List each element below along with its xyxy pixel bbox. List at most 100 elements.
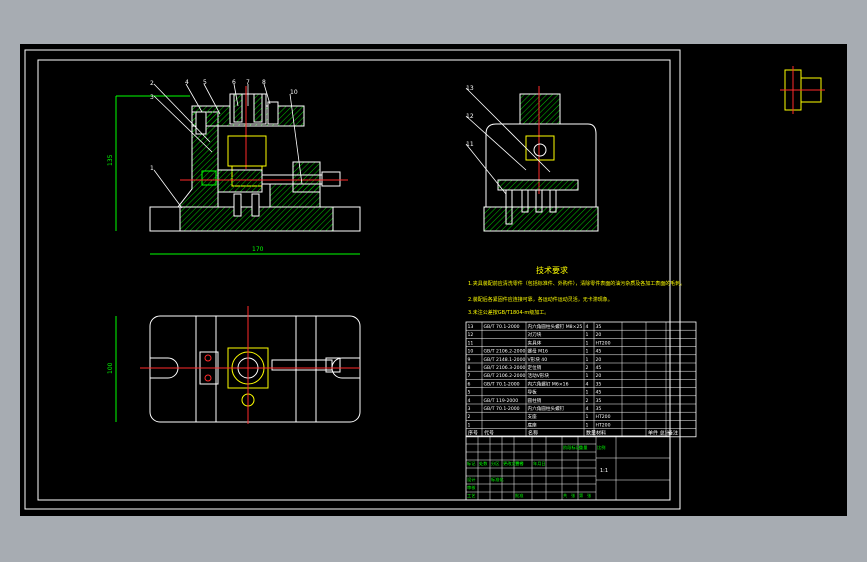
bom-material: HT200 [596,414,611,420]
title-block-label: 第 [579,492,583,499]
bom-header-remark: 备注 [668,430,678,437]
bom-no: 5 [468,390,471,396]
bom-code: GB/T 119-2000 [484,398,519,404]
tech-line-2: 2.装配后各紧固件应连接可靠，各运动件运动灵活，无卡滞现象。 [468,296,613,303]
bom-qty: 4 [586,406,589,412]
tech-line-1: 1.夹具装配前应清洗零件（包括标准件、外购件），清除零件表面的油污杂质及各加工表… [468,280,685,287]
bom-no: 3 [468,406,471,412]
title-block-label: 张 [587,492,592,499]
bom-name: 底座 [528,421,538,428]
part-number-front-1: 1 [150,165,154,172]
part-number-front-8: 8 [262,79,266,86]
part-number-front-5: 5 [203,79,207,86]
front-view[interactable]: 135 170 2 3 4 5 6 7 8 10 1 [107,79,361,255]
part-number-side-12: 12 [466,113,474,120]
bom-code: GB/T 2106.2-2000 [484,349,526,355]
bom-material: 45 [596,365,602,371]
bom-material: 35 [596,324,602,330]
bom-name: 活动V形块 [528,372,550,379]
bom-header-weight: 单件 总计 [648,430,670,437]
bom-qty: 1 [586,349,589,355]
bom-no: 4 [468,398,471,404]
bom-name: 支座 [528,413,538,420]
title-block-label: 标准化 [491,476,504,483]
bom-qty: 1 [586,332,589,338]
bom-name: 内六角圆柱头螺钉 M8×25 [528,323,583,330]
part-number-front-10: 10 [290,89,298,96]
bom-qty: 1 [586,390,589,396]
part-number-front-7: 7 [246,79,250,86]
bom-qty: 1 [586,422,589,428]
bom-header-name: 名称 [528,430,538,437]
bom-qty: 4 [586,381,589,387]
title-block-label: 标记 [467,460,476,467]
title-block: 标记处数分区更改文件号签名年月日设计标准化阶段标记重量比例审核工艺批准共张第张1… [465,435,671,501]
title-block-label: 审核 [467,484,476,491]
bom-qty: 1 [586,373,589,379]
title-block-label: 张 [571,492,576,499]
title-block-label: 分区 [491,460,499,467]
bom-material: 35 [596,406,602,412]
bom-code: GB/T 2106.2-2000 [484,373,526,379]
cad-drawing-canvas[interactable]: 135 170 2 3 4 5 6 7 8 10 1 [20,44,847,516]
bom-no: 13 [468,324,474,330]
title-block-label: 重量 [579,444,587,451]
title-block-label: 比例 [597,444,605,451]
bom-qty: 1 [586,414,589,420]
title-block-label: 处数 [479,460,488,467]
bom-qty: 2 [586,365,589,371]
part-number-front-3: 3 [150,94,154,101]
bom-no: 9 [468,357,471,363]
technical-requirements: 技术要求 1.夹具装配前应清洗零件（包括标准件、外购件），清除零件表面的油污杂质… [468,265,685,316]
title-block-label: 工艺 [467,493,475,498]
bom-name: 圆柱销 [528,397,542,404]
bom-material: 35 [596,398,602,404]
top-view[interactable]: 100 [107,306,361,424]
bom-code: GB/T 70.1-2000 [484,406,520,412]
part-number-front-2: 2 [150,80,154,87]
bom-qty: 2 [586,398,589,404]
title-block-label: 签名 [515,460,523,467]
bom-qty: 1 [586,357,589,363]
dim-width-front: 170 [252,246,264,253]
bom-qty: 4 [586,324,589,330]
cad-drawing[interactable]: 135 170 2 3 4 5 6 7 8 10 1 [20,44,847,516]
part-number-front-6: 6 [232,79,236,86]
outer-frame [24,49,681,510]
bom-header-no: 序号 [468,430,478,437]
bom-no: 1 [468,422,471,428]
bom-name: 定位销 [528,364,542,371]
bom-header-qty: 数量 [586,430,596,437]
bom-material: 20 [596,357,602,363]
bom-header-code: 代号 [484,430,494,437]
bom-material: 45 [596,349,602,355]
title-block-label: 更改文件号 [503,460,524,467]
title-block-label: 阶段标记 [563,444,581,451]
part-number-front-4: 4 [185,79,189,86]
bom-material: 20 [596,332,602,338]
dim-height-front: 135 [107,154,114,166]
part-number-side-13: 13 [466,85,474,92]
bom-name: 内六角螺钉 M6×16 [528,380,569,387]
bom-name: 螺母 M16 [528,348,549,355]
bom-no: 12 [468,332,474,338]
preview-thumbnail[interactable] [780,66,825,114]
bom-name: 夹具体 [528,339,542,346]
side-view[interactable]: 13 12 11 [465,85,599,232]
bom-name: V形块 40 [528,356,548,363]
bom-no: 8 [468,365,471,371]
title-block-label: 共 [563,492,567,499]
bom-no: 2 [468,414,471,420]
bom-no: 11 [468,340,474,346]
bom-name: 对刀块 [528,331,542,338]
top-base-plate [149,315,361,423]
bom-code: GB/T 70.1-2000 [484,324,520,330]
bom-material: HT200 [596,340,611,346]
dim-height-top: 100 [107,362,114,374]
bom-code: GB/T 70.1-2000 [484,381,520,387]
bom-material: 45 [596,390,602,396]
tech-line-3: 3.未注公差按GB/T1804-m级加工。 [468,309,549,316]
bom-name: 内六角圆柱头螺钉 [528,405,565,412]
title-block-label: 设计 [467,476,475,483]
